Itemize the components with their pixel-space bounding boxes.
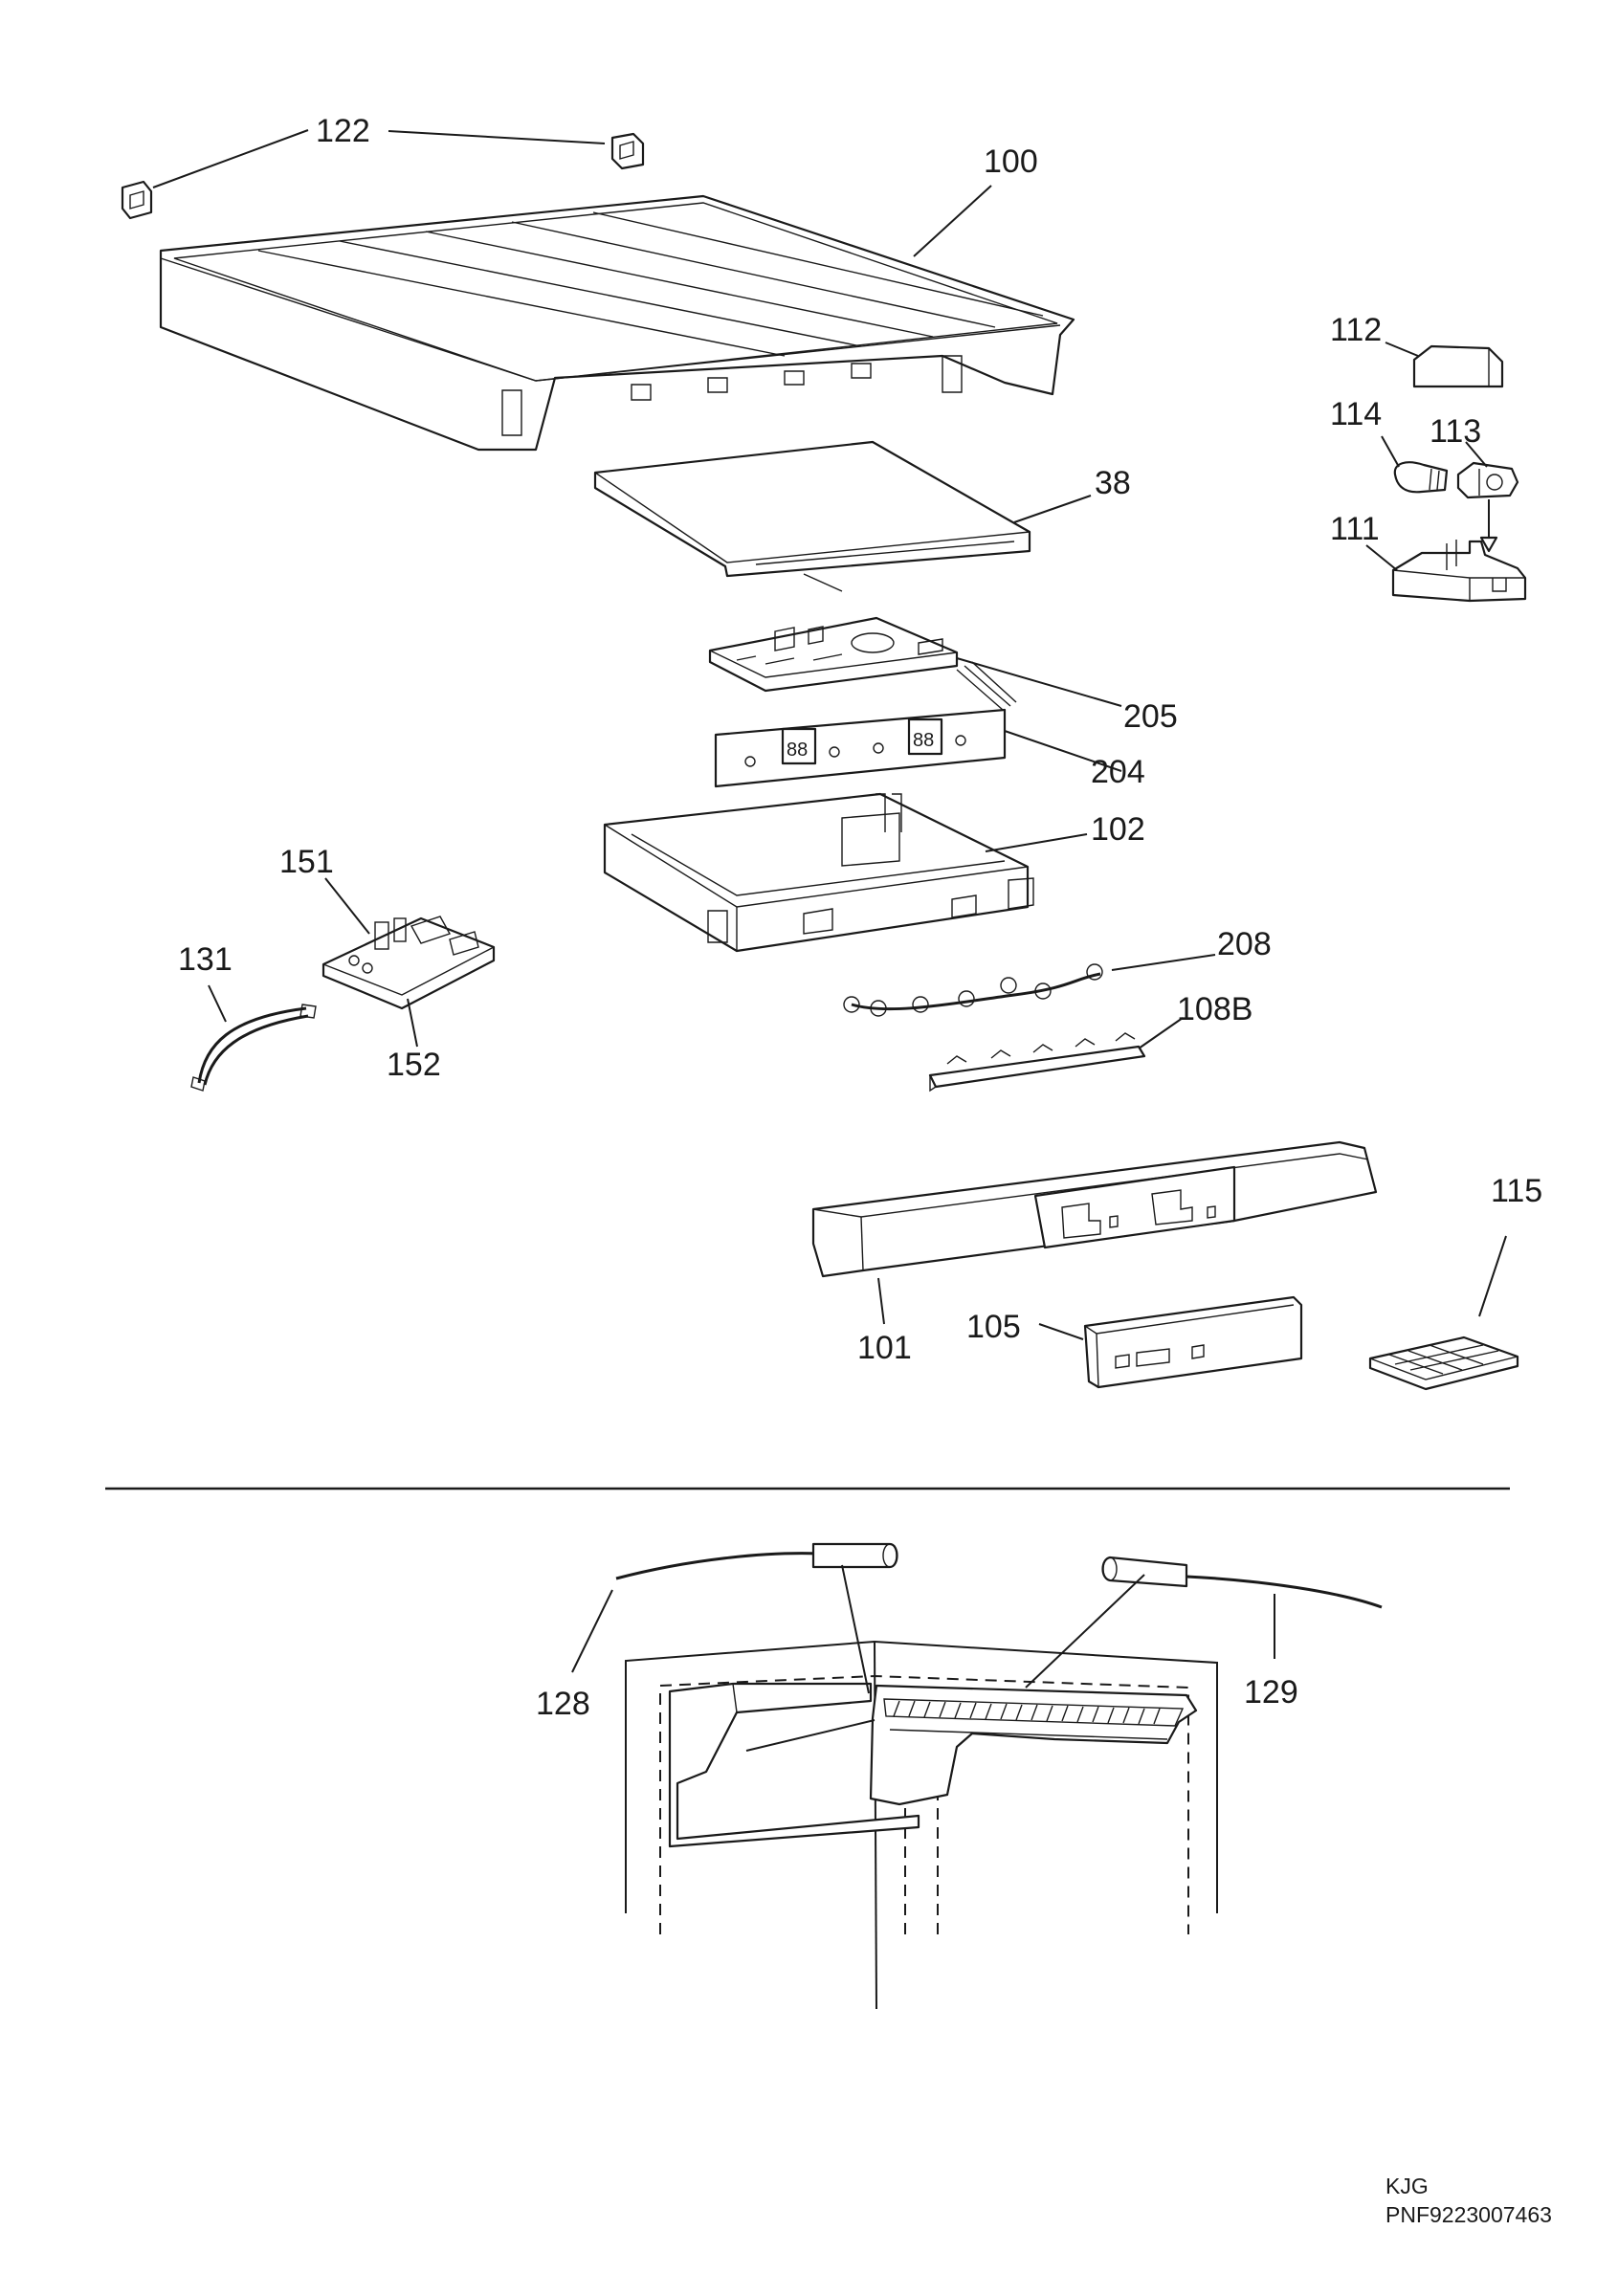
- label-100: 100: [984, 144, 1038, 180]
- label-208: 208: [1217, 926, 1272, 962]
- leader-151: [324, 877, 370, 935]
- display-digits-left: 88: [787, 740, 808, 761]
- leader-152: [407, 998, 418, 1048]
- part-38-panel: [593, 440, 1031, 592]
- leader-122-right: [388, 130, 606, 144]
- label-101: 101: [857, 1330, 912, 1366]
- label-113: 113: [1430, 413, 1481, 450]
- leader-129-to-cabinet: [1025, 1574, 1145, 1689]
- part-128-sensor: [615, 1542, 898, 1580]
- part-114-bulb: [1393, 461, 1449, 494]
- part-100-top-cover: [159, 194, 1075, 452]
- part-111-lamp-holder: [1391, 540, 1527, 603]
- label-108B: 108B: [1177, 991, 1252, 1027]
- leader-122-left: [152, 129, 309, 188]
- label-114: 114: [1330, 396, 1382, 432]
- leader-112: [1385, 342, 1419, 357]
- leader-101: [877, 1277, 885, 1325]
- footer-kjg: KJG: [1385, 2174, 1429, 2198]
- footer-code: KJG PNF9223007463: [1385, 2172, 1552, 2229]
- label-105: 105: [966, 1309, 1021, 1345]
- cabinet-outline: [625, 1640, 1218, 2010]
- label-102: 102: [1091, 811, 1145, 848]
- leader-115: [1478, 1235, 1507, 1317]
- part-205-control-board: [708, 616, 959, 693]
- leader-128-to-cabinet: [841, 1564, 870, 1694]
- part-105-button-cover: [1083, 1295, 1303, 1389]
- label-115: 115: [1491, 1173, 1542, 1209]
- leader-102: [985, 833, 1088, 852]
- arrow-head: [1479, 536, 1498, 553]
- label-152: 152: [387, 1047, 441, 1083]
- leader-38: [1013, 495, 1092, 523]
- part-151-power-board: [321, 916, 496, 1010]
- label-112: 112: [1330, 312, 1382, 348]
- leader-108B: [1138, 1017, 1184, 1049]
- part-122-clip-right: [610, 132, 645, 170]
- part-122-clip-left: [121, 180, 153, 220]
- leader-113: [1465, 441, 1488, 468]
- leader-204: [1004, 730, 1122, 772]
- part-113-lamp-socket: [1456, 461, 1519, 499]
- part-112-lamp-cover: [1412, 344, 1504, 388]
- label-204: 204: [1091, 754, 1145, 790]
- part-115-filter: [1368, 1336, 1519, 1391]
- part-102-housing: [603, 792, 1034, 953]
- leader-131: [208, 984, 227, 1023]
- part-108B-switch-strip: [928, 1032, 1146, 1093]
- label-111: 111: [1330, 511, 1380, 547]
- label-151: 151: [279, 844, 334, 880]
- leader-105: [1038, 1323, 1084, 1340]
- part-204-display-board: 88 88: [714, 661, 1017, 788]
- leader-114: [1381, 435, 1400, 468]
- label-122: 122: [316, 113, 370, 149]
- leader-cabinet-inner: [745, 1719, 875, 1752]
- part-131-wire: [190, 1004, 317, 1092]
- leader-208: [1111, 954, 1216, 971]
- leader-128: [571, 1589, 613, 1673]
- part-129-sensor: [1101, 1556, 1383, 1609]
- leader-205: [956, 657, 1122, 707]
- label-131: 131: [178, 941, 233, 978]
- footer-pnf: PNF9223007463: [1385, 2202, 1552, 2227]
- part-101-front-fascia: [811, 1140, 1378, 1278]
- label-128: 128: [536, 1686, 590, 1722]
- label-38: 38: [1095, 465, 1131, 501]
- label-205: 205: [1123, 698, 1178, 735]
- label-129: 129: [1244, 1674, 1298, 1711]
- part-208-cable: [843, 963, 1103, 1017]
- display-digits-right: 88: [913, 730, 934, 751]
- leader-100: [913, 185, 992, 257]
- leader-111: [1365, 544, 1398, 571]
